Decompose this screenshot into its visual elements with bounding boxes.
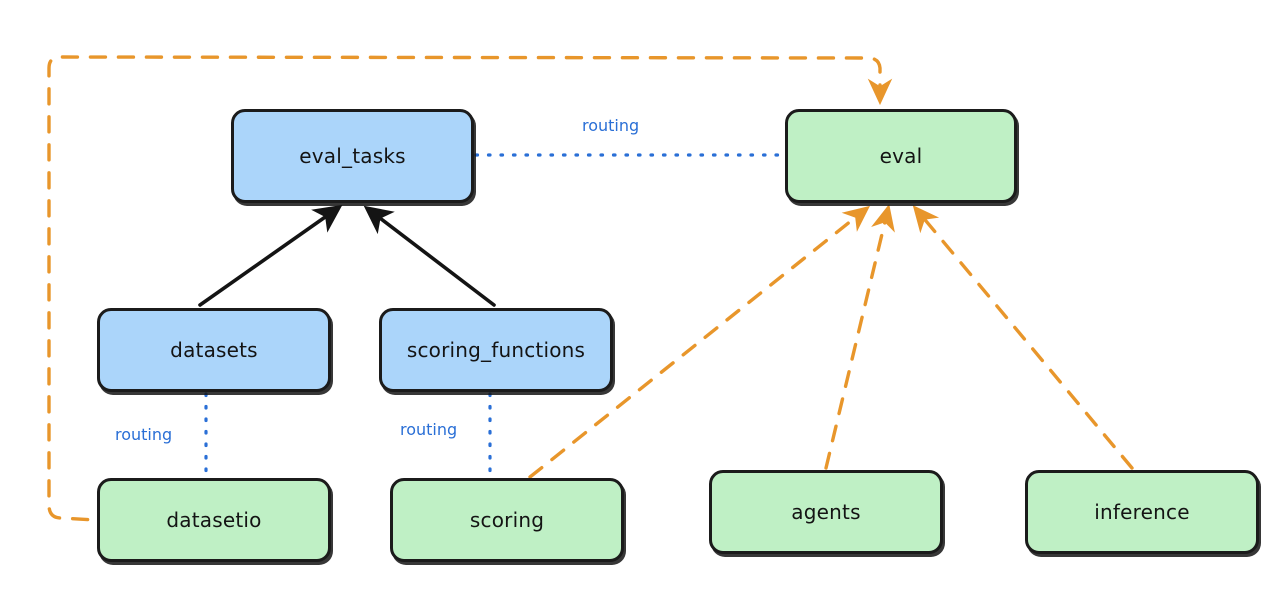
node-label: inference [1094,500,1190,524]
node-label: scoring_functions [406,338,586,362]
node-label: scoring [469,508,545,532]
edge-scoring_functions-eval_tasks [363,205,496,307]
edge-label-routing-scoring-functions-scoring: routing [396,420,462,439]
node-datasetio[interactable]: datasetio [97,478,331,562]
node-eval[interactable]: eval [785,109,1017,203]
node-eval-tasks[interactable]: eval_tasks [231,109,474,203]
node-label: datasetio [166,508,262,532]
node-scoring-functions[interactable]: scoring_functions [379,308,613,392]
node-label: eval_tasks [299,144,406,168]
edge-label-routing-eval-tasks-eval: routing [578,116,644,135]
edge-datasets-eval_tasks [198,204,343,307]
node-label: eval [879,144,923,168]
node-label: datasets [170,338,258,362]
node-inference[interactable]: inference [1025,470,1259,554]
edge-agents-eval [824,204,895,470]
node-datasets[interactable]: datasets [97,308,331,392]
edge-scoring-eval [528,205,870,479]
edge-label-routing-datasets-datasetio: routing [111,425,177,444]
node-label: agents [791,500,861,524]
node-scoring[interactable]: scoring [390,478,624,562]
edge-eval-datasetio [47,55,893,522]
node-agents[interactable]: agents [709,470,943,554]
edge-inference-eval [912,205,1134,470]
